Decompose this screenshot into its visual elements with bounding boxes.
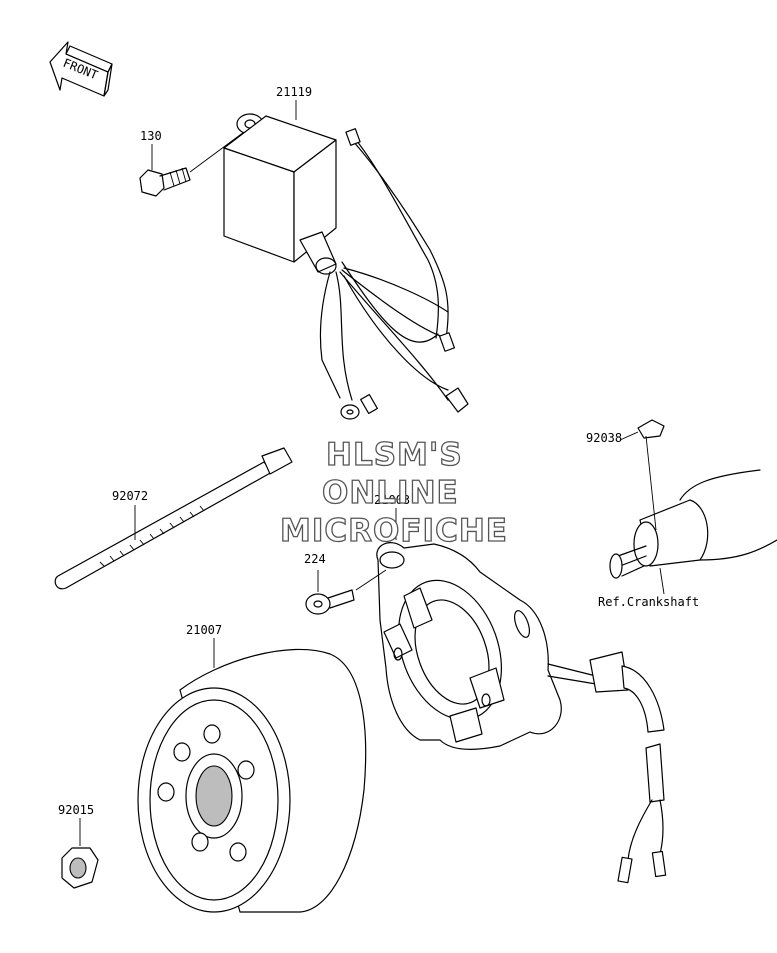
label-224: 224 [304,552,326,566]
label-21119: 21119 [276,85,312,99]
watermark-line-3: MICROFICHE [280,513,508,549]
stator-drawing [376,508,667,884]
label-21003: 21003 [374,493,410,507]
label-21007: 21007 [186,623,222,637]
watermark-line-1: HLSM'S [326,437,463,473]
label-ref-crankshaft: Ref.Crankshaft [598,595,699,609]
bolt-130-drawing [139,131,245,197]
cable-tie-drawing [54,447,293,590]
front-arrow-icon: FRONT [49,41,113,97]
flywheel-drawing [137,638,367,913]
bolt-224-drawing [305,569,387,615]
watermark-line-2: ONLINE [322,475,459,511]
label-92015: 92015 [58,803,94,817]
cdi-unit-drawing [223,113,469,420]
nut-drawing [61,818,99,889]
crankshaft-drawing [609,419,777,595]
label-130: 130 [140,129,162,143]
label-92072: 92072 [112,489,148,503]
label-92038: 92038 [586,431,622,445]
